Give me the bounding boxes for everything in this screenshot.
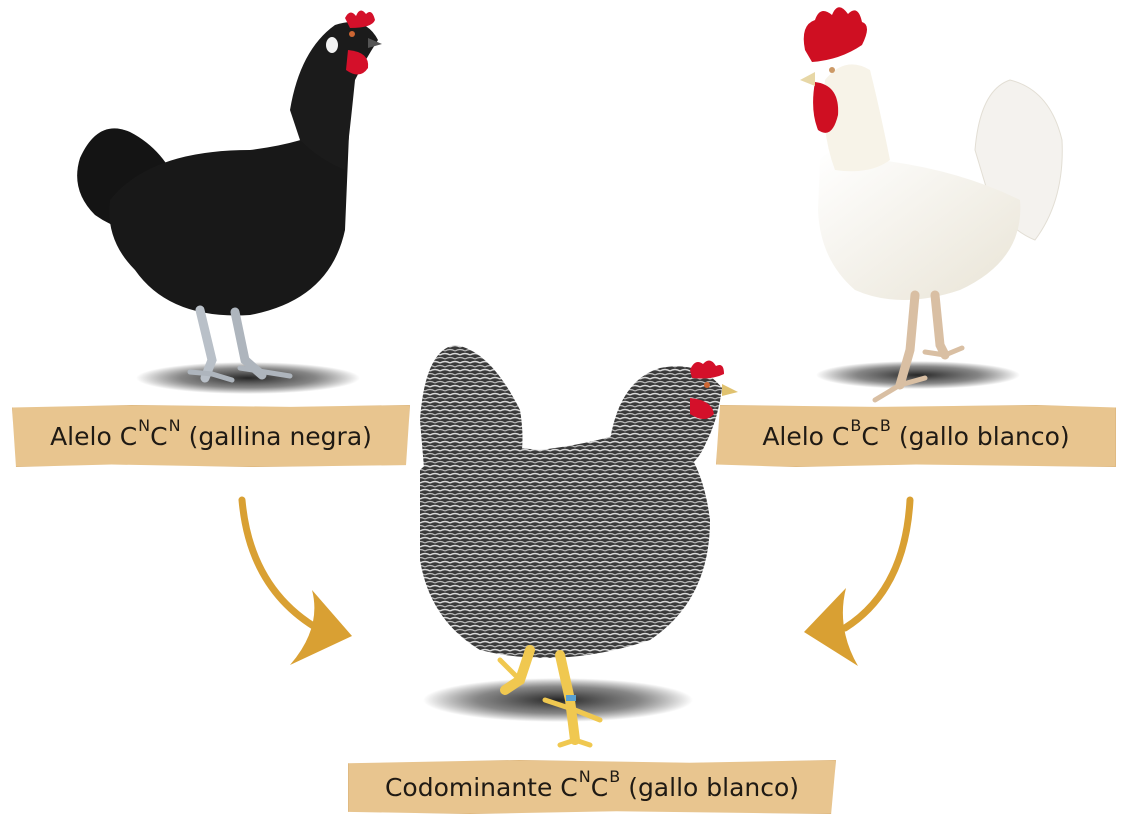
- label-black-hen-mid: C: [150, 424, 167, 449]
- black-hen-illustration: [77, 10, 382, 394]
- white-rooster-illustration: [800, 7, 1062, 400]
- label-codominant-sup1: N: [579, 769, 591, 785]
- label-white-rooster-prefix: Alelo C: [762, 424, 849, 449]
- label-codominant-desc: (gallo blanco): [628, 775, 799, 800]
- label-black-hen-sup2: N: [169, 418, 181, 434]
- label-white-rooster-mid: C: [861, 424, 878, 449]
- label-codominant-prefix: Codominante C: [385, 775, 578, 800]
- label-codominant-mid: C: [591, 775, 608, 800]
- white-rooster-shadow: [816, 361, 1020, 389]
- label-black-hen-sup1: N: [138, 418, 150, 434]
- label-white-rooster-sup1: B: [850, 418, 861, 434]
- label-black-hen-desc: (gallina negra): [189, 424, 372, 449]
- label-codominant-sup2: B: [609, 769, 620, 785]
- label-white-rooster-desc: (gallo blanco): [899, 424, 1070, 449]
- barred-hen-illustration: [420, 345, 738, 745]
- arrow-down-right-icon: [242, 500, 352, 665]
- label-white-rooster-sup2: B: [880, 418, 891, 434]
- arrow-down-left-icon: [804, 500, 910, 666]
- barred-hen-shadow: [423, 678, 693, 722]
- label-black-hen-prefix: Alelo C: [50, 424, 137, 449]
